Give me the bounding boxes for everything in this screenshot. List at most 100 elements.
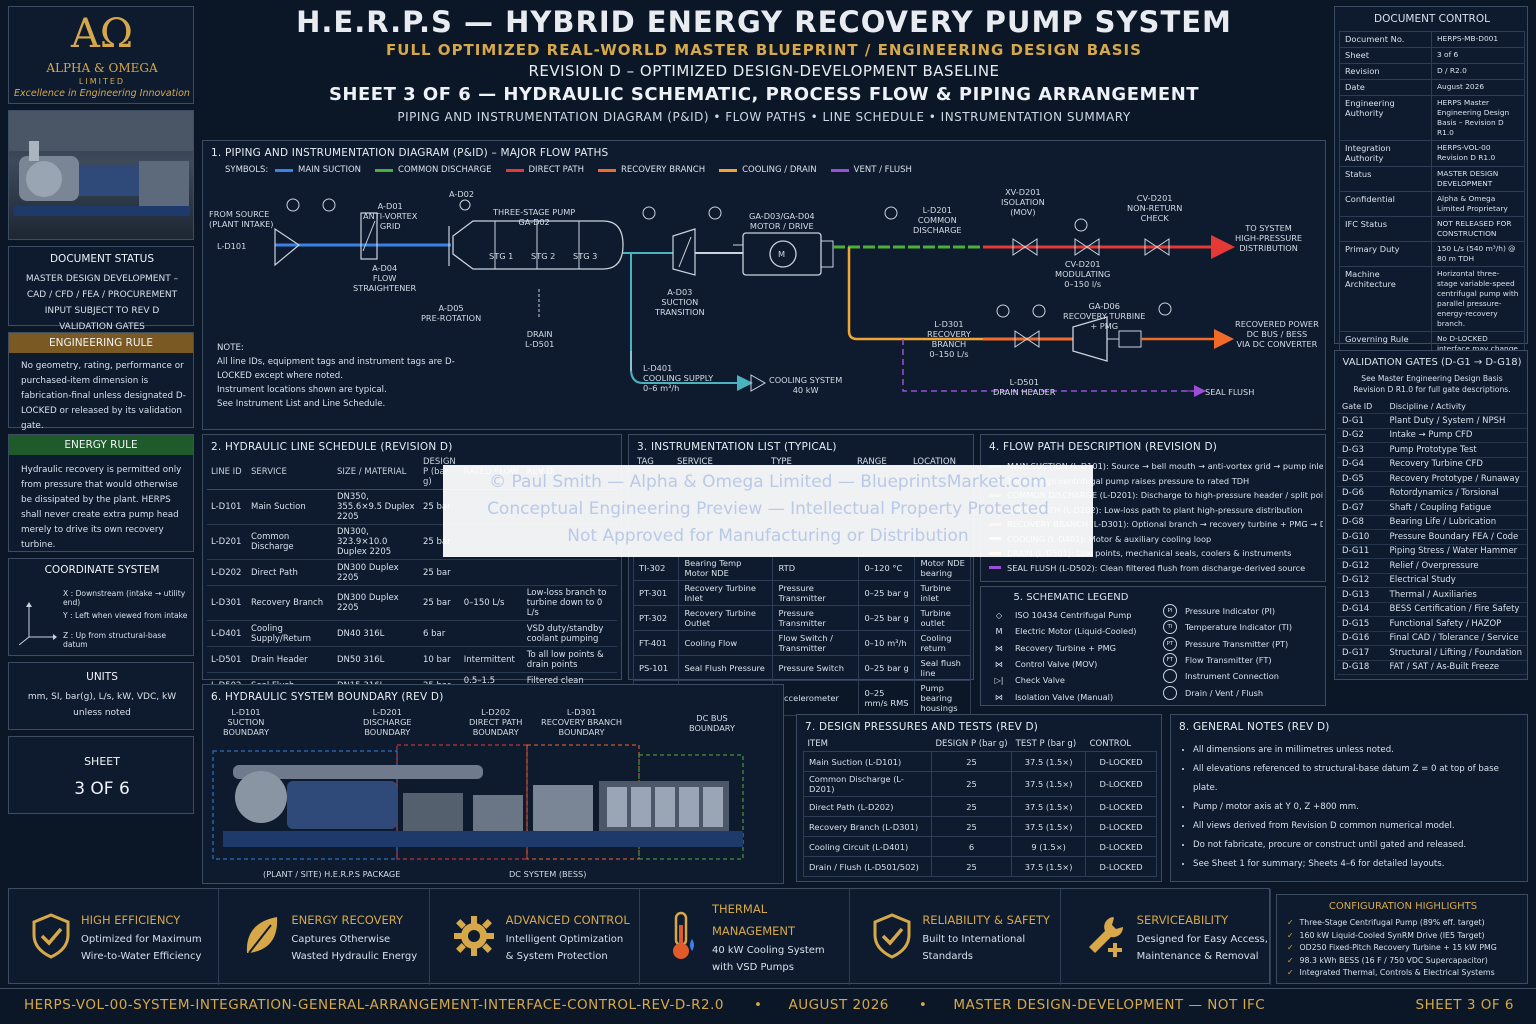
shield-check-icon: [31, 912, 71, 962]
revision-line: REVISION D – OPTIMIZED DESIGN-DEVELOPMEN…: [528, 62, 1000, 80]
check-icon: ✓: [1287, 968, 1294, 977]
legend-left-label: ISO 10434 Centrifugal Pump: [1015, 610, 1132, 621]
boundary-bottom-right: DC SYSTEM (BESS): [509, 869, 587, 879]
line-schedule-cell: 6 bar: [419, 620, 460, 647]
boundary-bottom-left: (PLANT / SITE) H.E.R.P.S PACKAGE: [263, 869, 401, 879]
instrumentation-title: 3. INSTRUMENTATION LIST (TYPICAL): [637, 441, 837, 453]
line-schedule-cell: Main Suction: [247, 489, 333, 525]
line-schedule-cell: L-D401: [207, 620, 247, 647]
document-status-text: MASTER DESIGN DEVELOPMENT – CAD / CFD / …: [25, 274, 179, 332]
label-turbine: GA-D06 RECOVERY TURBINE + PMG: [1063, 301, 1146, 331]
document-control-key: Sheet: [1339, 47, 1432, 64]
flow-path-text: DRAIN (L-D501): Low points, mechanical s…: [1007, 548, 1292, 559]
drain-header-line: [902, 339, 1206, 397]
units-text: mm, SI, bar(g), L/s, kW, VDC, kW unless …: [27, 692, 177, 718]
validation-gate-cell: D-G14: [1337, 602, 1385, 617]
label-cooling-system: COOLING SYSTEM 40 kW: [769, 375, 843, 395]
validation-gate-cell: D-G12: [1337, 558, 1385, 574]
document-control-value: Alpha & Omega Limited Proprietary: [1431, 191, 1525, 217]
document-control-value: HERPS Master Engineering Design Basis – …: [1431, 95, 1525, 141]
pid-legend-label: VENT / FLUSH: [853, 165, 912, 175]
energy-rule-title: ENERGY RULE: [9, 435, 193, 455]
line-schedule-cell: Direct Path: [247, 559, 333, 586]
feature-item: SERVICEABILITY Designed for Easy Access, …: [1061, 889, 1271, 985]
document-control-key: Confidential: [1339, 191, 1432, 217]
line-schedule-cell: DN300, 323.9×10.0 Duplex 2205: [333, 524, 419, 560]
col-size: SIZE / MATERIAL: [333, 455, 419, 490]
design-pressure-cell: D-LOCKED: [1085, 836, 1157, 857]
instrument-cell: 0–120 °C: [858, 555, 916, 581]
legend-right-label: Pressure Indicator (PI): [1185, 606, 1276, 617]
gear-icon: [452, 913, 496, 962]
instrument-cell: 0–10 m³/h: [858, 630, 916, 656]
pid-panel: 1. PIPING AND INSTRUMENTATION DIAGRAM (P…: [202, 140, 1326, 430]
col-inst-service: SERVICE: [677, 457, 713, 467]
design-pressure-cell: 37.5 (1.5×): [1011, 816, 1087, 837]
legend-symbol-icon: ⋈: [994, 642, 1004, 653]
pid-diagram: [274, 198, 1235, 397]
instrument-cell: Pressure Transmitter: [772, 580, 860, 606]
main-subtitle: FULL OPTIMIZED REAL-WORLD MASTER BLUEPRI…: [386, 41, 1142, 59]
instrument-cell: Bearing Temp Motor NDE: [678, 555, 774, 581]
instrument-cell: Motor NDE bearing: [914, 555, 971, 581]
flow-path-text: RECOVERY BRANCH (L-D301): Optional branc…: [1007, 519, 1323, 530]
validation-gate-cell: Plant Duty / System / NPSH: [1384, 413, 1527, 429]
feature-description: Designed for Easy Access, Maintenance & …: [1136, 934, 1268, 962]
flow-path-text: DIRECT PATH (L-D202): Low-loss path to p…: [1007, 504, 1303, 515]
document-control-row: Document No.HERPS-MB-D001: [1339, 31, 1525, 48]
validation-gate-cell: D-G16: [1337, 631, 1385, 646]
validation-gates-title: VALIDATION GATES (D-G1 → D-G18): [1342, 357, 1522, 368]
design-pressure-cell: Common Discharge (L-D201): [803, 771, 932, 797]
pid-legend-swatch: [275, 168, 293, 172]
legend-left-label: Recovery Turbine + PMG: [1015, 642, 1116, 653]
validation-gate-cell: D-G4: [1337, 457, 1385, 472]
validation-gate-cell: D-G11: [1337, 544, 1385, 559]
design-pressure-cell: 6: [930, 836, 1013, 857]
flow-path-item: SEAL FLUSH (L-D502): Clean filtered flus…: [989, 561, 1323, 576]
schematic-legend-title: 5. SCHEMATIC LEGEND: [1013, 592, 1129, 603]
validation-gate-cell: Recovery Prototype / Runaway: [1384, 471, 1527, 487]
suction-transition-icon: [672, 228, 696, 276]
logo-panel: AΩ ALPHA & OMEGA LIMITED Excellence in E…: [8, 6, 194, 104]
instrument-cell: Pump bearing housings: [914, 680, 971, 716]
legend-symbol-icon: M: [995, 626, 1003, 637]
feature-description: Built to International Standards: [922, 934, 1026, 962]
document-control-value: 150 L/s (540 m³/h) @ 80 m TDH: [1431, 241, 1525, 267]
pid-legend-swatch: [598, 168, 616, 172]
feature-title: SERVICEABILITY: [1136, 913, 1229, 927]
recovery-branch-line: [847, 247, 1003, 341]
instrument-cell: PT-301: [632, 580, 680, 606]
pid-legend-item: COOLING / DRAIN: [719, 165, 817, 175]
line-schedule-cell: L-D301: [207, 585, 247, 621]
instrument-pi-1: [286, 198, 300, 212]
line-schedule-cell: DN300 Duplex 2205: [333, 559, 419, 586]
label-cvv: CV-D201 MODULATING 0–150 l/s: [1055, 259, 1111, 289]
label-drain: DRAIN L-D501: [525, 329, 555, 349]
line-schedule-cell: DN350, 355.6×9.5 Duplex 2205: [333, 489, 419, 525]
label-ld301: L-D301 RECOVERY BRANCH 0–150 L/s: [927, 319, 971, 359]
coordinate-system-panel: COORDINATE SYSTEM X : Downstream (intake…: [8, 558, 194, 656]
general-note-item: Pump / motor axis at Y 0, Z +800 mm.: [1193, 798, 1523, 817]
check-icon: ✓: [1287, 930, 1294, 940]
instrument-cell: Flow Switch / Transmitter: [772, 630, 860, 656]
validation-gate-cell: Rotordynamics / Torsional: [1384, 486, 1527, 501]
design-pressure-cell: 25: [930, 771, 1013, 797]
line-schedule-cell: Drain Header: [247, 646, 333, 673]
design-pressure-cell: Recovery Branch (L-D301): [803, 816, 932, 837]
label-stg2: STG 2: [531, 251, 556, 261]
config-item: ✓Three-Stage Centrifugal Pump (89% eff. …: [1287, 917, 1525, 930]
validation-gate-cell: Relief / Overpressure: [1384, 558, 1527, 574]
bell-mouth-icon: [274, 227, 301, 267]
document-control-key: Status: [1339, 166, 1432, 192]
col-discipline: Discipline / Activity: [1384, 399, 1527, 414]
validation-gate-cell: D-G8: [1337, 515, 1385, 530]
